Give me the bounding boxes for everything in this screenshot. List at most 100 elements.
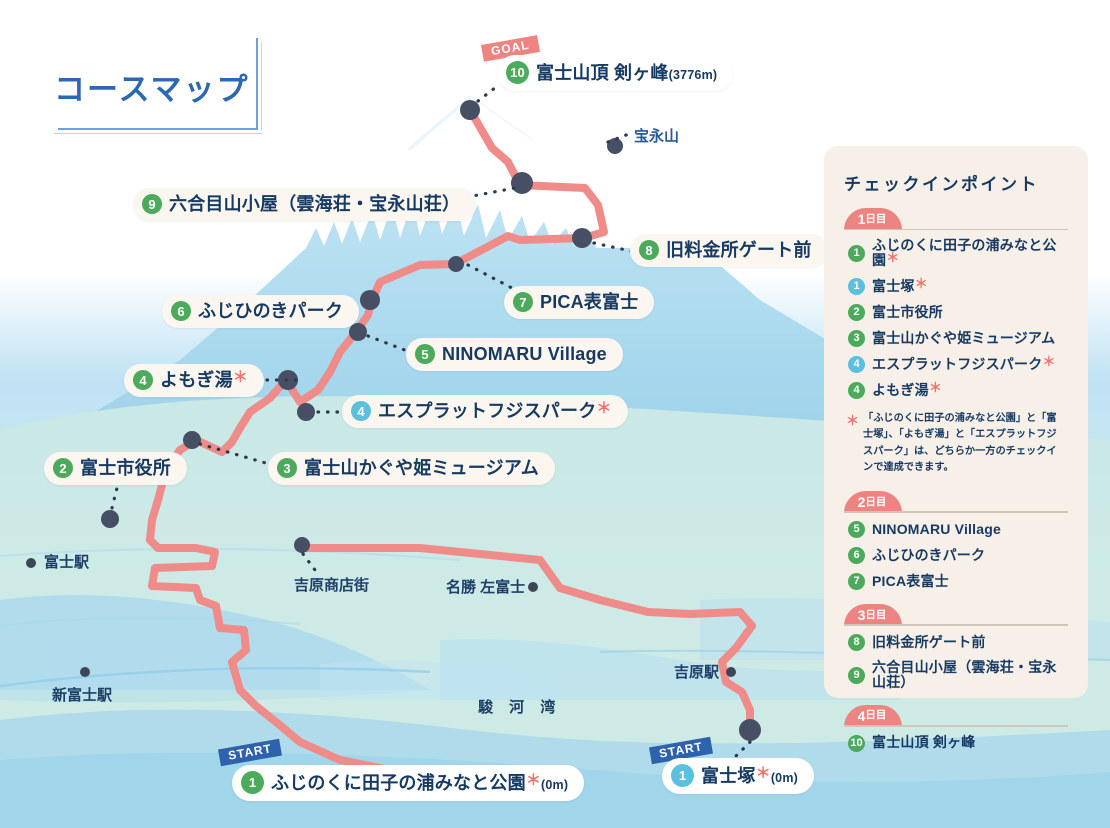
day-2-divider [844,511,1068,513]
asterisk-icon: ＊ [525,771,542,789]
footnote-asterisk-icon: ＊ [846,412,860,428]
map-label-9-text: 六合目山小屋（雲海荘・宝永山荘） [169,194,461,214]
checkin-item[interactable]: 1 ふじのくに田子の浦みなと公園＊ [848,237,1068,269]
checkin-number: 3 [848,329,865,347]
map-label-2[interactable]: 2 富士市役所 [44,452,187,485]
map-label-8-text: 旧料金所ゲート前 [666,240,812,260]
place-name-shinfuji-station: 新富士駅 [52,687,113,704]
checkin-item[interactable]: 8 旧料金所ゲート前 [848,634,1068,651]
asterisk-icon: ＊ [928,379,943,395]
place-name-hoeizan: 宝永山 [634,128,680,145]
checkin-label: 旧料金所ゲート前 [872,633,986,650]
place-name-suruga-bay: 駿 河 湾 [478,699,562,716]
map-label-8[interactable]: 8 旧料金所ゲート前 [630,234,828,267]
marker-number-1-minato: 1 [241,771,264,794]
checkin-item[interactable]: 1 富士塚＊ [848,276,1068,295]
marker-number-5: 5 [415,344,435,364]
checkin-item[interactable]: 9 六合目山小屋（雲海荘・宝永山荘） [848,658,1068,691]
checkin-item[interactable]: 10 富士山頂 剣ヶ峰 [848,735,1068,752]
day-4-divider [844,725,1068,727]
checkin-label: ふじのくに田子の浦みなと公園＊ [872,237,1057,269]
marker-number-3: 3 [277,458,297,478]
checkin-number: 5 [848,520,865,538]
checkin-label: エスプラットフジスパーク＊ [872,353,1056,372]
checkin-number: 7 [848,572,865,590]
map-label-4-yomogi-text: よもぎ湯＊ [160,369,249,390]
checkin-item[interactable]: 6 ふじひのきパーク [848,547,1068,564]
map-label-9[interactable]: 9 六合目山小屋（雲海荘・宝永山荘） [133,188,477,221]
page-title: コースマップ [54,72,250,107]
map-label-7[interactable]: 7 PICA表富士 [504,286,655,319]
map-label-10-text: 富士山頂 剣ヶ峰(3776m) [536,62,718,83]
checkin-number: 1 [848,244,865,262]
map-label-2-text: 富士市役所 [80,458,171,478]
checkin-label: 富士山かぐや姫ミュージアム [872,329,1056,346]
asterisk-icon: ＊ [755,764,771,782]
title-bracket-outer-h [54,133,262,134]
checkin-number: 2 [848,303,865,321]
map-label-3-text: 富士山かぐや姫ミュージアム [304,458,539,478]
checkin-number: 4 [848,355,865,373]
asterisk-icon: ＊ [232,369,249,386]
asterisk-icon: ＊ [596,400,612,417]
marker-number-10: 10 [506,61,529,84]
map-label-5[interactable]: 5 NINOMARU Village [406,338,623,371]
map-label-4-yomogi[interactable]: 4 よもぎ湯＊ [124,364,265,397]
place-name-yoshiwara-station: 吉原駅 [674,664,720,681]
checkin-label: NINOMARU Village [872,520,1001,537]
checkin-label: 六合目山小屋（雲海荘・宝永山荘） [872,658,1057,691]
map-label-4-splat[interactable]: 4 エスプラットフジスパーク＊ [342,395,628,428]
checkin-item[interactable]: 5 NINOMARU Village [848,521,1068,538]
place-name-meisho-hidarifuji: 名勝 左富士 [446,579,526,596]
marker-number-6: 6 [171,301,191,321]
checkin-item[interactable]: 7 PICA表富士 [848,573,1068,590]
asterisk-icon: ＊ [1042,353,1056,369]
checkin-number: 6 [848,546,865,564]
marker-number-1-fujizuka: 1 [671,764,694,787]
marker-number-4-splat: 4 [351,401,371,421]
day-1-divider [844,228,1068,230]
map-label-4-splat-text: エスプラットフジスパーク＊ [378,400,612,421]
checkin-number: 9 [848,666,865,684]
footnote-text: 「ふじのくに田子の浦みなと公園」と「富士塚」、「よもぎ湯」と「エスプラットフジス… [863,412,1057,474]
map-label-1-fujizuka[interactable]: 1 富士塚＊(0m) [662,758,815,794]
map-label-3[interactable]: 3 富士山かぐや姫ミュージアム [268,452,555,485]
place-dots [26,558,736,677]
map-label-1-minato-text: ふじのくに田子の浦みなと公園＊(0m) [271,771,569,793]
map-label-6[interactable]: 6 ふじひのきパーク [162,295,360,328]
map-label-10[interactable]: 10 富士山頂 剣ヶ峰(3776m) [497,55,734,91]
checkin-label: ふじひのきパーク [872,546,986,563]
checkin-item[interactable]: 4 エスプラットフジスパーク＊ [848,353,1068,373]
checkin-number: 1 [848,277,865,295]
map-label-1-minato[interactable]: 1 ふじのくに田子の浦みなと公園＊(0m) [232,765,585,801]
checkin-item[interactable]: 4 よもぎ湯＊ [848,379,1068,399]
title-bracket-vertical [256,38,258,130]
marker-number-9: 9 [142,194,162,214]
checkin-item[interactable]: 3 富士山かぐや姫ミュージアム [848,330,1068,347]
place-name-yoshiwara-shoutengai: 吉原商店街 [294,577,370,594]
marker-number-8: 8 [639,240,659,260]
map-label-7-text: PICA表富士 [540,292,639,312]
checkin-label: 富士山頂 剣ヶ峰 [872,734,976,751]
checkin-number: 10 [848,734,865,752]
checkin-label: よもぎ湯＊ [872,379,943,398]
page-title-block: コースマップ [30,38,270,140]
day-3-divider [844,624,1068,626]
checkin-item[interactable]: 2 富士市役所 [848,304,1068,321]
map-label-5-text: NINOMARU Village [442,344,607,364]
checkin-number: 4 [848,381,865,399]
map-label-6-text: ふじひのきパーク [198,301,344,321]
map-label-1-fujizuka-text: 富士塚＊(0m) [701,764,799,786]
